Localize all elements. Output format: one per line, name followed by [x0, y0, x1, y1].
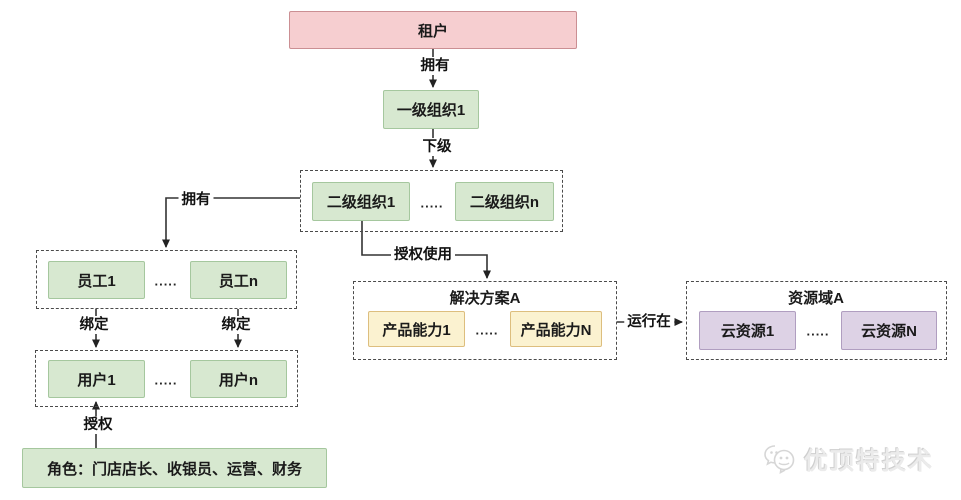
capabilities-ellipsis: ..... — [475, 322, 499, 338]
employee-1-label: 员工1 — [77, 272, 116, 290]
level1-org-label: 一级组织1 — [396, 102, 466, 119]
cloud-resource-n-label: 云资源N — [861, 323, 917, 340]
edge-label-authorize: 授权 — [80, 416, 116, 434]
tenant-label: 租户 — [417, 22, 448, 40]
solution-title: 解决方案A — [449, 290, 521, 307]
employee-n-label: 员工n — [218, 272, 259, 290]
users-group — [35, 350, 298, 407]
level2-org-n-node: 二级组织n — [455, 182, 554, 221]
users-ellipsis: ..... — [154, 372, 178, 388]
cloud-resource-1-node: 云资源1 — [699, 311, 796, 350]
cloud-resource-1-label: 云资源1 — [720, 323, 775, 340]
capability-n-node: 产品能力N — [510, 311, 602, 347]
solution-group — [353, 281, 617, 360]
level2-org-ellipsis: ..... — [420, 195, 444, 211]
level2-org-group — [300, 170, 563, 232]
edge-label-bind-1: 绑定 — [76, 316, 112, 334]
edge-label-org-owns: 拥有 — [178, 191, 214, 209]
user-1-node: 用户1 — [48, 360, 145, 398]
resources-ellipsis: ..... — [806, 323, 830, 339]
watermark-brand: 优顶特技术 — [804, 448, 934, 475]
level2-org-1-node: 二级组织1 — [312, 182, 410, 221]
level2-org-n-label: 二级组织n — [469, 194, 540, 211]
capability-n-label: 产品能力N — [520, 321, 592, 339]
roles-label: 角色：门店店长、收银员、运营、财务 — [46, 460, 302, 478]
edge-label-runs-on: 运行在 — [624, 313, 674, 331]
resource-domain-title: 资源域A — [788, 290, 844, 307]
edge-label-authorized-use: 授权使用 — [391, 246, 455, 264]
resource-domain-group — [686, 281, 947, 360]
watermark: 优顶特技术 — [762, 441, 934, 476]
tenant-node: 租户 — [289, 11, 577, 49]
edge-label-bind-n: 绑定 — [218, 316, 254, 334]
capability-1-label: 产品能力1 — [382, 321, 451, 339]
employees-group — [36, 250, 297, 309]
user-1-label: 用户1 — [77, 371, 116, 389]
employee-n-node: 员工n — [190, 261, 287, 299]
user-n-label: 用户n — [218, 371, 259, 389]
level1-org-node: 一级组织1 — [383, 90, 479, 129]
employees-ellipsis: ..... — [154, 273, 178, 289]
level2-org-1-label: 二级组织1 — [326, 194, 396, 211]
employee-1-node: 员工1 — [48, 261, 145, 299]
capability-1-node: 产品能力1 — [368, 311, 465, 347]
user-n-node: 用户n — [190, 360, 287, 398]
edge-label-subordinate: 下级 — [419, 138, 455, 156]
wechat-icon — [764, 444, 795, 474]
edge-label-tenant-owns: 拥有 — [417, 57, 453, 75]
cloud-resource-n-node: 云资源N — [841, 311, 937, 350]
roles-node: 角色：门店店长、收银员、运营、财务 — [22, 448, 327, 488]
